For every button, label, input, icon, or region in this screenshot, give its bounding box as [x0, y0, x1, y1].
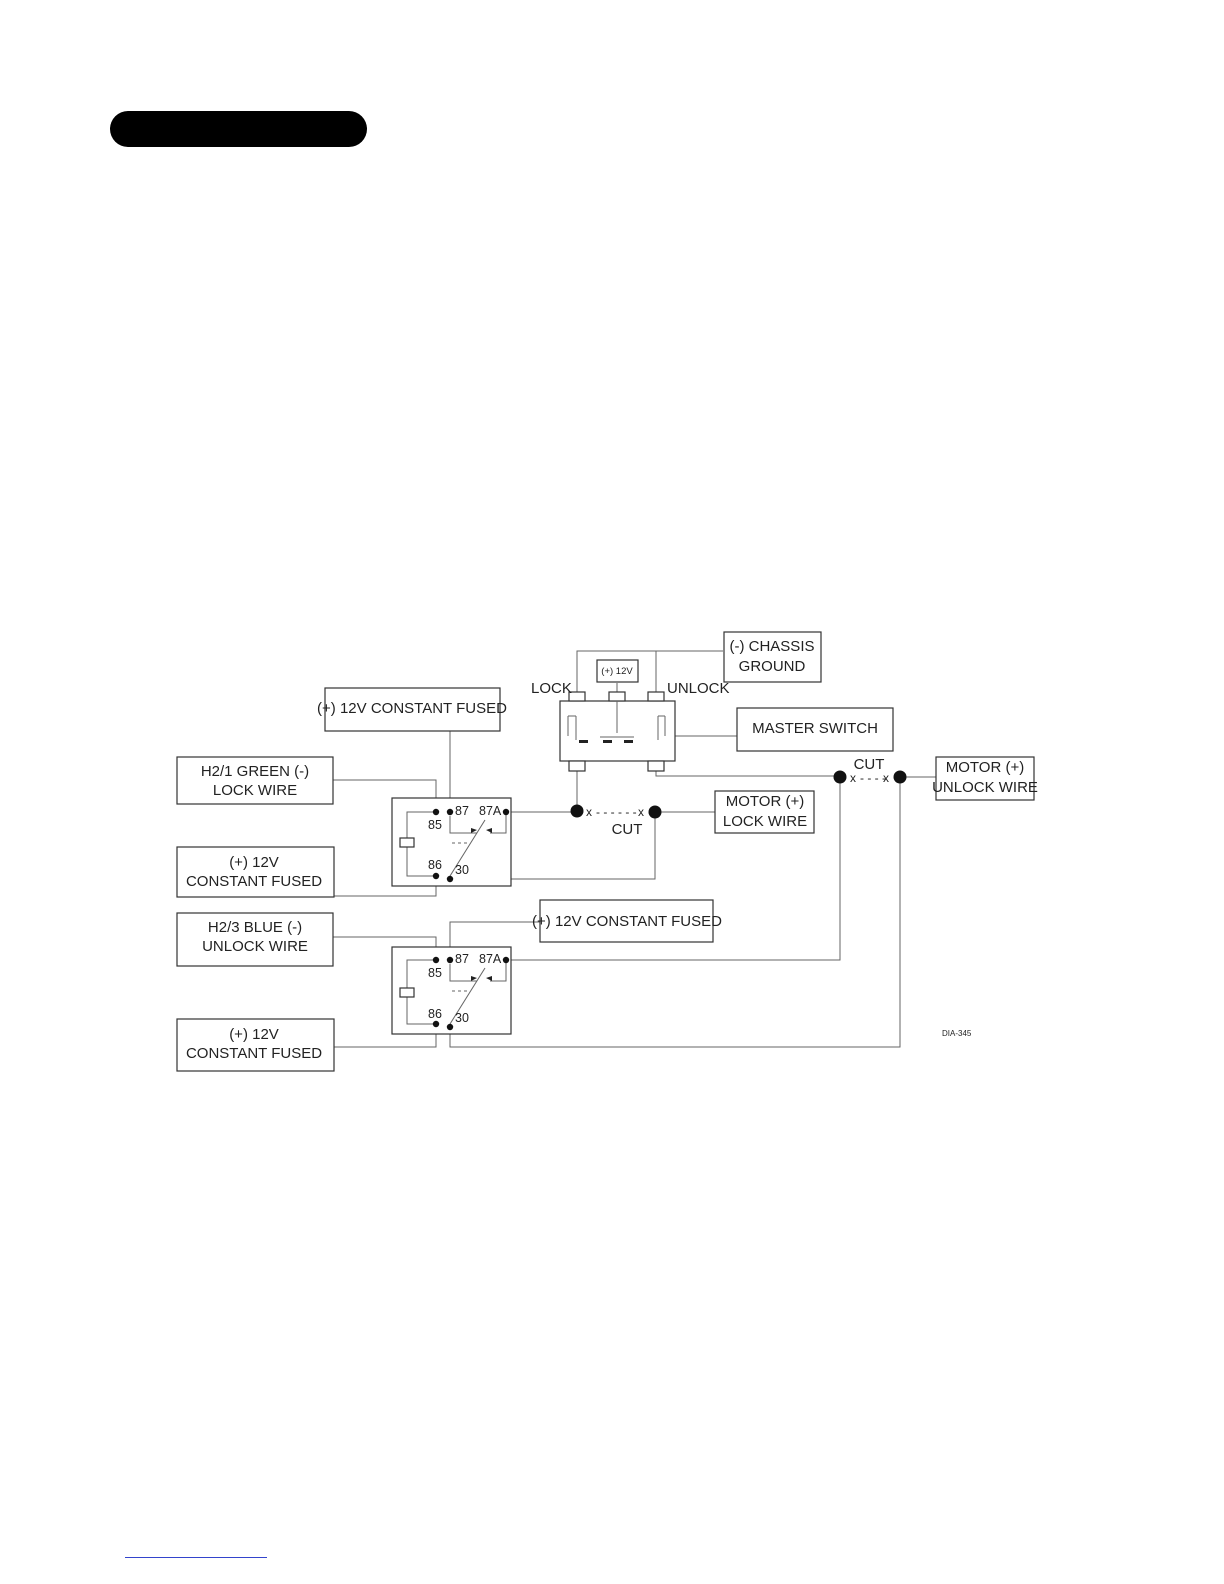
switch-contact-center	[600, 701, 634, 738]
dot-r1-86	[432, 872, 440, 880]
switch-terminal-lock-top	[568, 691, 586, 702]
switch-terminal-12v-top	[608, 691, 626, 702]
green-lock-box	[176, 756, 334, 805]
master-switch-body	[559, 691, 676, 772]
dot-r2-30	[446, 1023, 454, 1031]
labels: (-) CHASSIS GROUND (+) 12V LOCK UNLOCK M…	[186, 638, 1038, 1062]
unlock-label: UNLOCK	[667, 680, 730, 697]
dot-r1-30	[446, 875, 454, 883]
switch-contact-left	[567, 715, 577, 740]
master-switch-box	[736, 707, 894, 752]
cut-top-label: CUT	[854, 756, 885, 773]
r2-pin-87: 87	[455, 952, 469, 966]
chassis-ground-line1: (-) CHASSIS	[729, 638, 814, 655]
wire-87a-r2-to-unlock	[506, 777, 841, 961]
cut-top-x-right: x	[883, 771, 889, 785]
wire-lock-to-ground	[576, 650, 723, 692]
r1-pin-30: 30	[455, 863, 469, 877]
constant-fused-top-box	[324, 687, 501, 732]
constant-fused-left-1-line2: CONSTANT FUSED	[186, 873, 322, 890]
cut-point-unlock-right	[893, 770, 907, 784]
wire-30-r1-to-motor-lock	[450, 812, 656, 880]
r1-pin-87a: 87A	[479, 804, 502, 818]
relay-unlock-armature	[449, 967, 486, 1025]
r2-pin-85: 85	[428, 966, 442, 980]
cut-point-lock-right	[648, 805, 662, 819]
footer-rule	[125, 1557, 267, 1558]
relay-unlock-contacts	[449, 960, 507, 982]
cut-mid-x-left: x	[586, 805, 592, 819]
constant-fused-mid-label: (+) 12V CONSTANT FUSED	[532, 913, 722, 930]
constant-fused-left-2-box	[176, 1018, 335, 1072]
switch-12v-box	[596, 659, 639, 683]
switch-terminal-unlock-top	[647, 691, 665, 702]
switch-contact-right	[657, 715, 666, 740]
switch-dash-2	[603, 740, 612, 743]
r2-pin-30: 30	[455, 1011, 469, 1025]
cut-point-lock-left	[570, 804, 584, 818]
relay-unlock-arrow-87	[471, 976, 477, 981]
blue-unlock-line2: UNLOCK WIRE	[202, 938, 308, 955]
motor-unlock-line2: UNLOCK WIRE	[932, 779, 1038, 796]
motor-lock-line2: LOCK WIRE	[723, 813, 807, 830]
green-lock-line2: LOCK WIRE	[213, 782, 297, 799]
dot-r2-87	[446, 956, 454, 964]
section-header-pill	[110, 111, 367, 147]
dot-r1-87a	[502, 808, 510, 816]
dot-r2-85	[432, 956, 440, 964]
junctions	[432, 770, 907, 1031]
switch-dash-3	[624, 740, 633, 743]
cut-mid-x-right: x	[638, 805, 644, 819]
relay-lock-arrow-87	[471, 828, 477, 833]
relay-lock-contacts	[449, 812, 507, 834]
motor-unlock-line1: MOTOR (+)	[946, 759, 1024, 776]
blue-unlock-box	[176, 912, 334, 967]
r1-pin-85: 85	[428, 818, 442, 832]
motor-unlock-box	[935, 756, 1035, 801]
cut-top-x-left: x	[850, 771, 856, 785]
dot-r1-85	[432, 808, 440, 816]
relay-unlock-arrow-87a	[486, 976, 492, 981]
constant-fused-top-label: (+) 12V CONSTANT FUSED	[317, 700, 507, 717]
relay-lock-armature	[449, 819, 486, 877]
lock-label: LOCK	[531, 680, 572, 697]
chassis-ground-line2: GROUND	[739, 658, 806, 675]
r2-pin-86: 86	[428, 1007, 442, 1021]
r1-pin-86: 86	[428, 858, 442, 872]
r2-pin-87a: 87A	[479, 952, 502, 966]
cut-top-dashes: - - - -	[860, 771, 886, 785]
cut-mid-dashes: - - - - - -	[596, 805, 637, 819]
constant-fused-mid-box	[539, 899, 714, 943]
dot-r2-86	[432, 1020, 440, 1028]
cut-mid-label: CUT	[612, 821, 643, 838]
wire-switch-unlock-out	[655, 771, 840, 777]
relay-lock-coil	[399, 837, 415, 848]
wires	[333, 650, 936, 1048]
dot-r2-87a	[502, 956, 510, 964]
diagram-id: DIA-345	[942, 1029, 972, 1038]
switch-12v-label: (+) 12V	[601, 666, 633, 677]
constant-fused-left-2-line1: (+) 12V	[229, 1026, 279, 1043]
constant-fused-left-1-box	[176, 846, 335, 898]
switch-dash-1	[579, 740, 588, 743]
constant-fused-left-2-line2: CONSTANT FUSED	[186, 1045, 322, 1062]
relay-unlock-coil	[399, 987, 415, 998]
r1-pin-87: 87	[455, 804, 469, 818]
green-lock-line1: H2/1 GREEN (-)	[201, 763, 309, 780]
wire-30-r2-to-motor-unlock	[449, 777, 901, 1048]
relay-lock-arrow-87a	[486, 828, 492, 833]
motor-lock-line1: MOTOR (+)	[726, 793, 804, 810]
blue-unlock-line1: H2/3 BLUE (-)	[208, 919, 302, 936]
motor-lock-box	[714, 790, 815, 834]
cut-point-unlock-left	[833, 770, 847, 784]
switch-terminal-lock-bottom	[568, 760, 586, 772]
chassis-ground-box	[723, 631, 822, 683]
constant-fused-left-1-line1: (+) 12V	[229, 854, 279, 871]
switch-terminal-unlock-bottom	[647, 760, 665, 772]
master-switch-label: MASTER SWITCH	[752, 720, 878, 737]
dot-r1-87	[446, 808, 454, 816]
